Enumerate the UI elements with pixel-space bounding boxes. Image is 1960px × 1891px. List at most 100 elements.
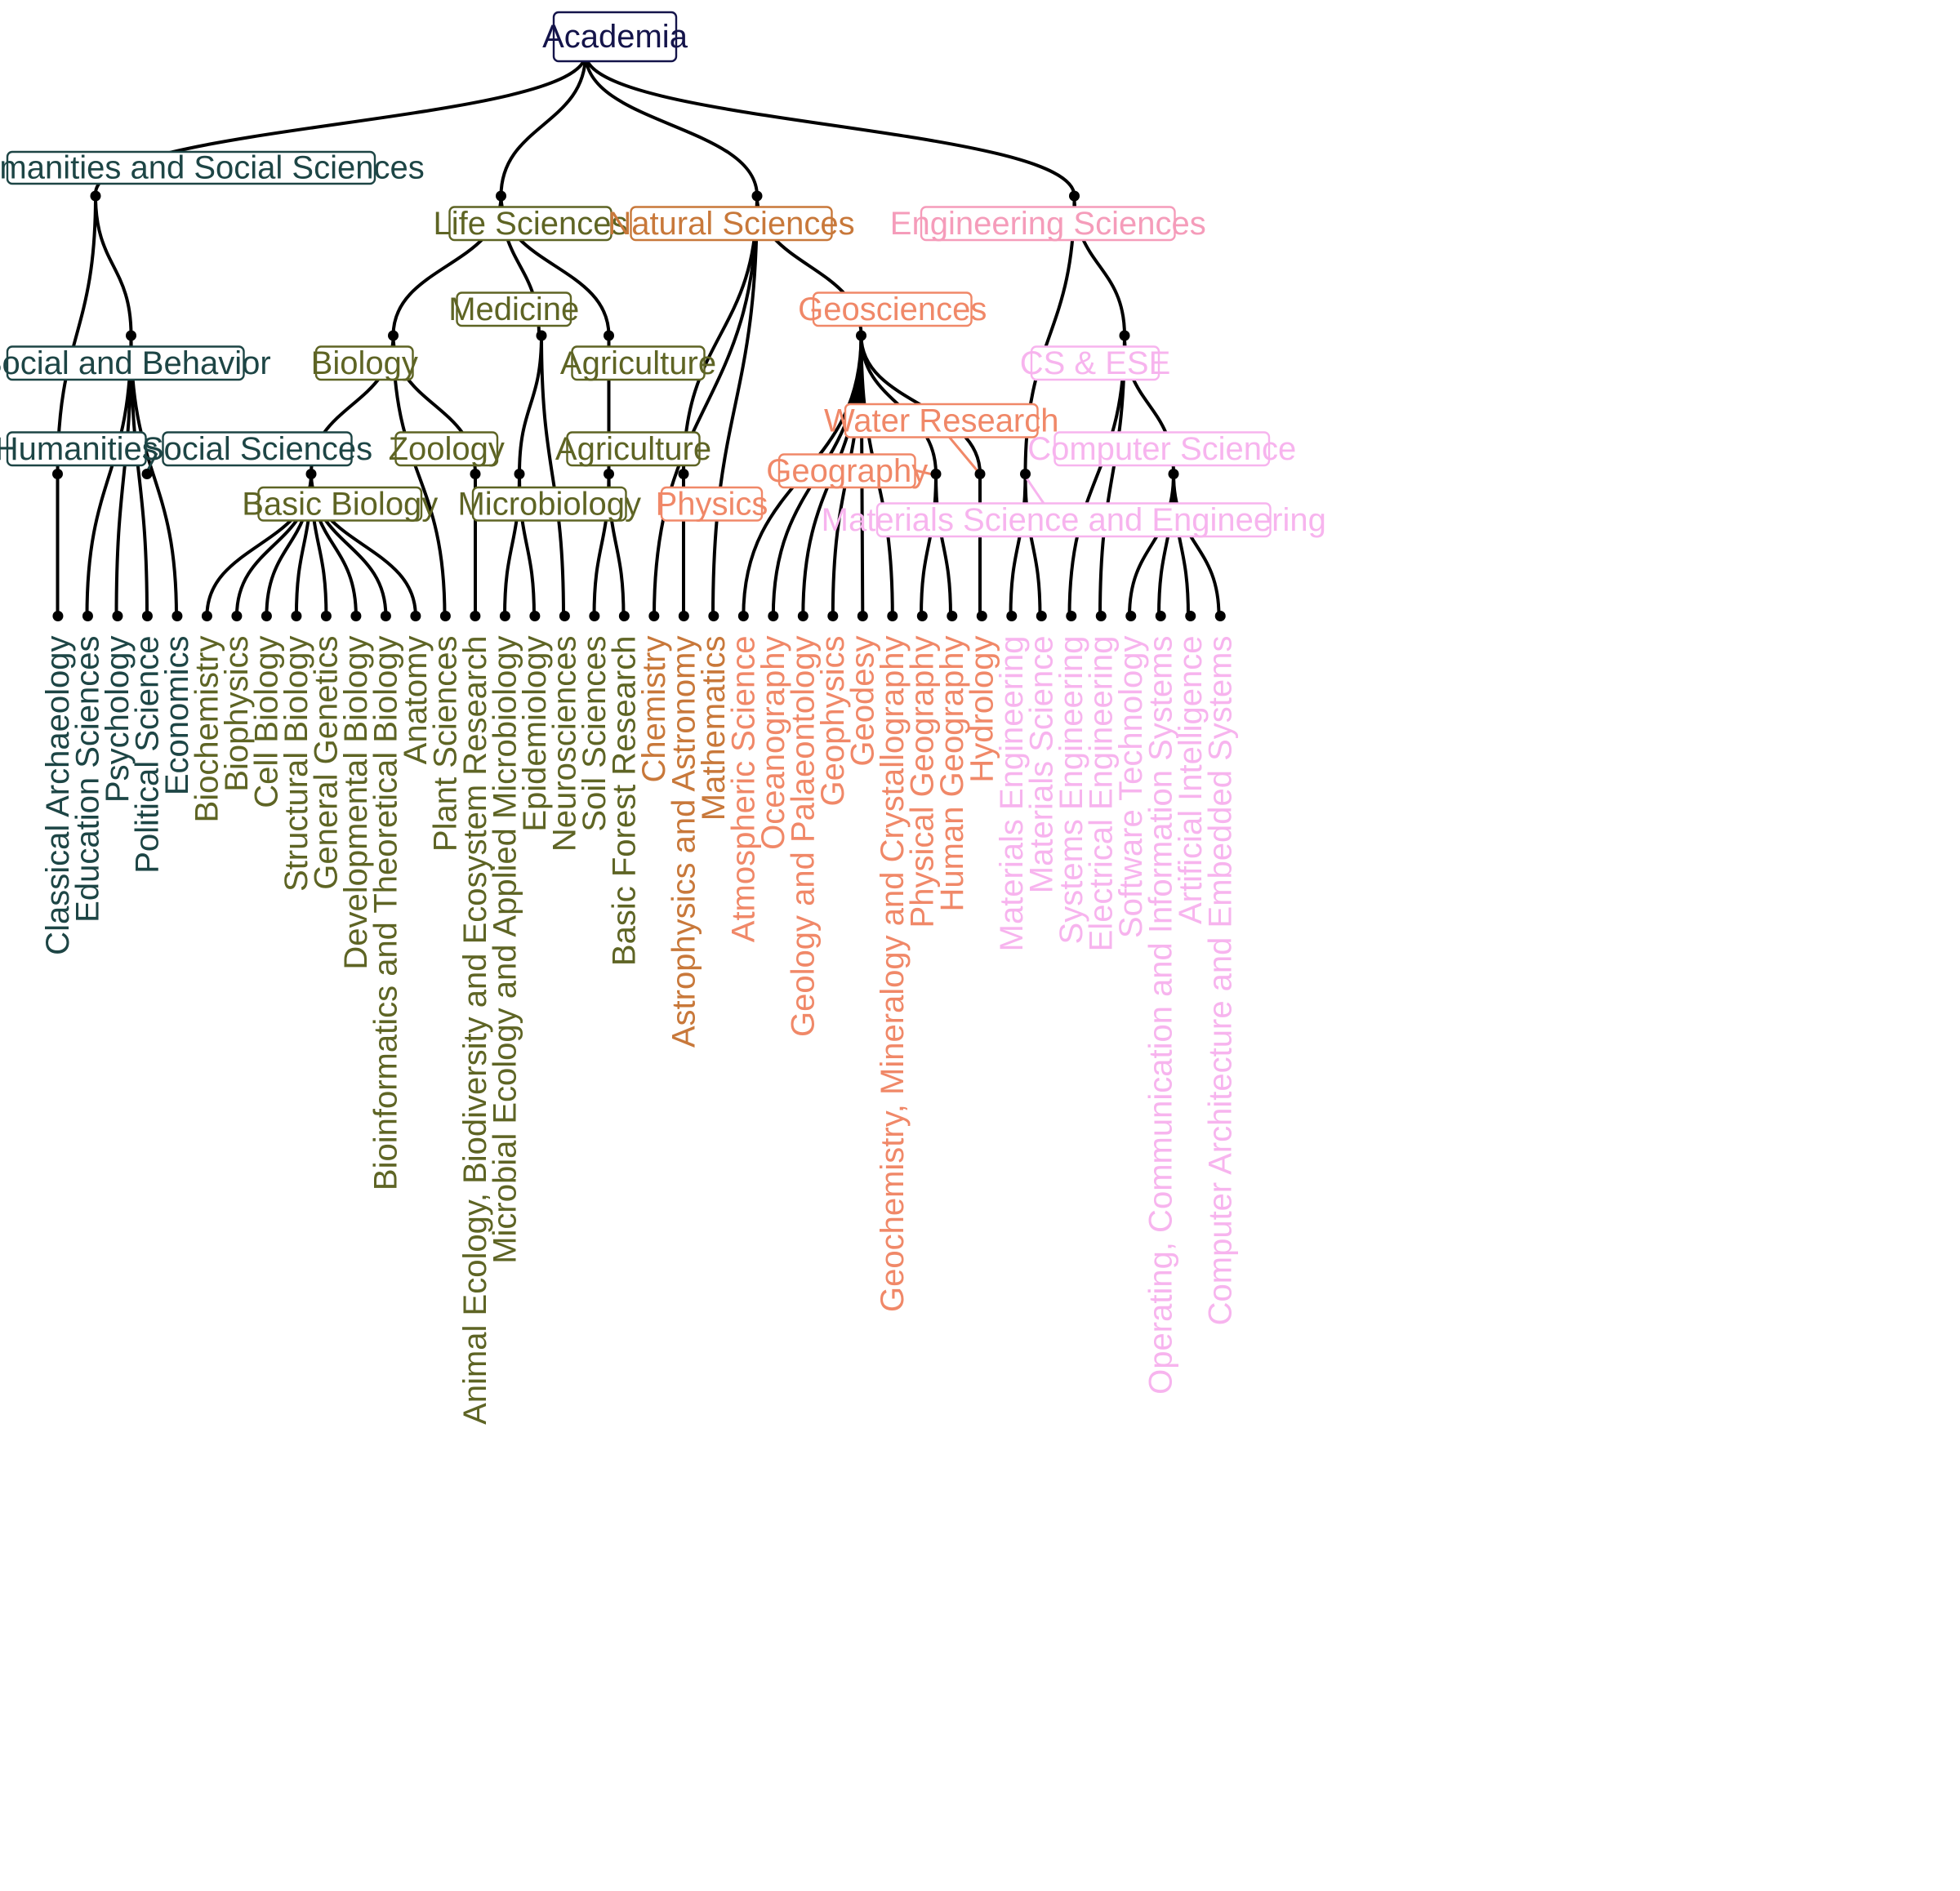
tree-edge [584,53,759,197]
junction-dot [388,330,399,341]
leaf-label: Neurosciences [546,636,582,852]
node-box [660,486,764,522]
leaf-dot [589,611,600,621]
leaf-label: Materials Engineering [994,636,1030,952]
leaf-label: Bioinformatics and Theoretical Biology [368,636,403,1191]
leaf-dot [201,611,212,621]
junction-dot [974,469,986,479]
node-box [257,486,423,522]
junction-dot [751,190,763,202]
tree-edge [711,195,759,616]
leaf-dot [559,611,570,621]
leaf-dot [768,611,779,621]
tree-junction-dots [52,48,1179,479]
node-label: Academia [542,19,688,55]
leaf-label: Classical Archaeology [40,636,76,955]
node-computer-science: Computer Science [1027,431,1296,467]
node-box [456,291,572,327]
leaf-label: Astrophysics and Astronomy [666,636,702,1048]
leaf-dot [1006,611,1018,621]
node-humanities-social: Humanities and Social Sciences [0,150,425,186]
leaf-label: Developmental Biology [338,636,374,970]
junction-dot [470,469,481,479]
node-biology: Biology [311,345,418,381]
node-box [844,403,1039,438]
leaf-label: Materials Science [1023,636,1059,894]
node-box [471,486,627,522]
leaf-dot [678,611,689,621]
leaf-label: Human Geography [934,636,970,912]
node-box [812,291,973,327]
tree-edge [1023,474,1042,616]
leaf-dot [320,611,332,621]
leaf-dot [1185,611,1196,621]
leaf-dot [1214,611,1226,621]
leaf-label: Atmospheric Science [725,636,761,943]
node-label: Geosciences [798,291,987,327]
leaf-label: Operating, Communication and Information… [1143,636,1178,1395]
leaf-dot [350,611,362,621]
node-box [1054,431,1271,467]
node-microbiology: Microbiology [457,486,641,522]
leaf-label: Computer Architecture and Embedded Syste… [1202,636,1238,1326]
leaf-dot [470,611,481,621]
node-materials-se: Materials Science and Engineering [822,502,1326,538]
junction-dot [930,469,942,479]
tree-edge [391,335,447,616]
leaf-label: Systems Engineering [1054,636,1089,945]
leaf-label: Plant Sciences [427,636,463,852]
node-water-research: Water Research [824,403,1059,438]
leaf-dot [857,611,868,621]
node-box [6,345,245,381]
junction-dot [90,190,101,202]
tree-edge [1009,474,1027,616]
junction-dot [496,190,506,202]
node-box [920,206,1176,242]
leaf-label: Cell Biology [248,636,284,808]
leaf-dot [380,611,391,621]
node-basic-biology: Basic Biology [242,486,438,522]
leaf-label: Soil Sciences [577,636,612,832]
node-label: Natural Sciences [608,206,854,242]
leaf-label: Psychology [100,636,136,803]
node-engineering-sciences: Engineering Sciences [890,206,1206,242]
node-box [448,206,612,242]
node-label: Zoology [389,431,505,467]
leaf-dot [1095,611,1107,621]
tree-edge [94,195,133,336]
junction-dot [52,469,63,479]
leaf-label: Biochemistry [189,636,225,823]
junction-dot [604,330,614,341]
node-box [314,345,414,381]
junction-dot [678,469,689,479]
junction-dot [856,330,866,341]
tree-edge [56,195,97,474]
node-box [630,206,833,242]
tree-edge [499,53,587,197]
node-box [777,453,916,489]
tree-edge [518,335,543,474]
node-agriculture-2: Agriculture [555,431,711,467]
node-life-sciences: Life Sciences [434,206,628,242]
leaf-label: Political Science [129,636,165,874]
leaf-label: General Genetics [308,636,344,890]
node-box [162,431,353,467]
leaf-label: Education Sciences [69,636,105,923]
junction-dot [1020,469,1031,479]
leaf-dot [827,611,839,621]
junction-dot [604,469,614,479]
leaf-label: Geochemistry, Mineralogy and Crystallogr… [875,636,911,1313]
node-label: Water Research [824,403,1059,438]
node-label: Humanities [0,431,158,467]
node-label: Materials Science and Engineering [822,502,1326,538]
junction-dot [514,469,525,479]
node-box [571,345,706,381]
leaf-dot [737,611,749,621]
label-connector [1024,475,1045,505]
leaf-label: Anatomy [398,636,434,765]
label-connector [145,452,158,473]
node-label: CS & ESE [1020,345,1171,381]
leaf-label: Animal Ecology, Biodiversity and Ecosyst… [457,636,493,1425]
node-box [6,431,147,467]
